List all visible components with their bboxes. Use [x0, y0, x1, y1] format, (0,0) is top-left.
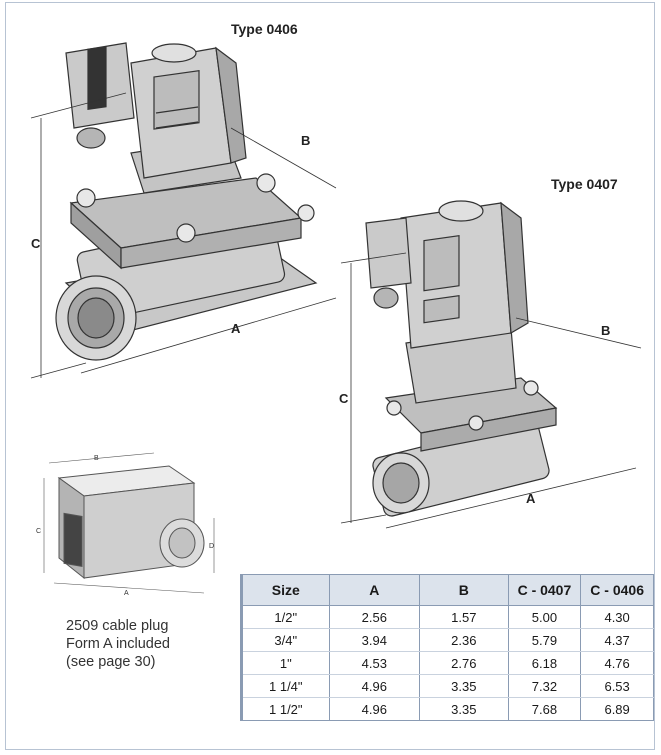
cell-c-0407: 6.18	[507, 651, 582, 675]
type-0406-label: Type 0406	[231, 21, 298, 37]
valve-0407-drawing: C A B	[339, 200, 642, 529]
cell-c-0406: 4.76	[580, 651, 654, 675]
cell-c-0406: 6.89	[580, 697, 654, 721]
cell-b: 2.36	[419, 628, 509, 652]
cell-size: 1"	[240, 651, 330, 675]
valve-0406-dim-a: A	[231, 321, 241, 336]
cell-size: 1/2"	[240, 605, 330, 629]
plug-dim-c: C	[36, 528, 41, 535]
cell-b: 3.35	[419, 674, 509, 698]
valve-0407-dim-c: C	[339, 391, 349, 406]
cell-c-0407: 7.68	[507, 697, 582, 721]
caption-line-2: Form A included	[66, 636, 170, 652]
plug-dim-a: A	[124, 590, 129, 597]
table-row: 1 1/4" 4.96 3.35 7.32 6.53	[240, 674, 654, 698]
cell-a: 4.96	[328, 674, 421, 698]
cell-b: 1.57	[419, 605, 509, 629]
datasheet-frame: Type 0406 Type 0407	[5, 2, 655, 750]
cell-c-0406: 4.30	[580, 605, 654, 629]
header-a: A	[328, 574, 421, 606]
cell-c-0407: 5.00	[507, 605, 582, 629]
valve-0406-dim-c: C	[31, 236, 41, 251]
header-b: B	[419, 574, 509, 606]
cell-size: 1 1/2"	[240, 697, 330, 721]
cell-a: 3.94	[328, 628, 421, 652]
plug-dim-b: B	[94, 455, 99, 462]
header-c-0407: C - 0407	[507, 574, 582, 606]
dimensions-table: Size A B C - 0407 C - 0406 1/2" 2.56 1.5…	[240, 574, 654, 721]
cell-c-0406: 4.37	[580, 628, 654, 652]
cell-c-0406: 6.53	[580, 674, 654, 698]
valve-0407-dim-a: A	[526, 491, 536, 506]
valve-0406-drawing: C A B	[30, 42, 337, 379]
cell-b: 2.76	[419, 651, 509, 675]
type-0407-label: Type 0407	[551, 176, 618, 192]
cell-size: 3/4"	[240, 628, 330, 652]
table-row: 1/2" 2.56 1.57 5.00 4.30	[240, 605, 654, 629]
plug-dim-d: D	[209, 543, 214, 550]
valve-0407-dim-b: B	[601, 323, 610, 338]
table-row: 3/4" 3.94 2.36 5.79 4.37	[240, 628, 654, 652]
valve-0406-dim-b: B	[301, 133, 310, 148]
header-c-0406: C - 0406	[580, 574, 654, 606]
caption-line-3: (see page 30)	[66, 654, 156, 670]
cell-a: 2.56	[328, 605, 421, 629]
cell-b: 3.35	[419, 697, 509, 721]
cable-plug-caption: 2509 cable plug Form A included (see pag…	[66, 617, 226, 671]
caption-line-1: 2509 cable plug	[66, 618, 169, 634]
table-row: 1 1/2" 4.96 3.35 7.68 6.89	[240, 697, 654, 721]
cell-a: 4.96	[328, 697, 421, 721]
table-header-row: Size A B C - 0407 C - 0406	[240, 574, 654, 606]
cell-size: 1 1/4"	[240, 674, 330, 698]
cell-a: 4.53	[328, 651, 421, 675]
header-size: Size	[240, 574, 330, 606]
cell-c-0407: 7.32	[507, 674, 582, 698]
table-row: 1" 4.53 2.76 6.18 4.76	[240, 651, 654, 675]
cable-plug-drawing: C B A D	[36, 452, 215, 597]
cell-c-0407: 5.79	[507, 628, 582, 652]
